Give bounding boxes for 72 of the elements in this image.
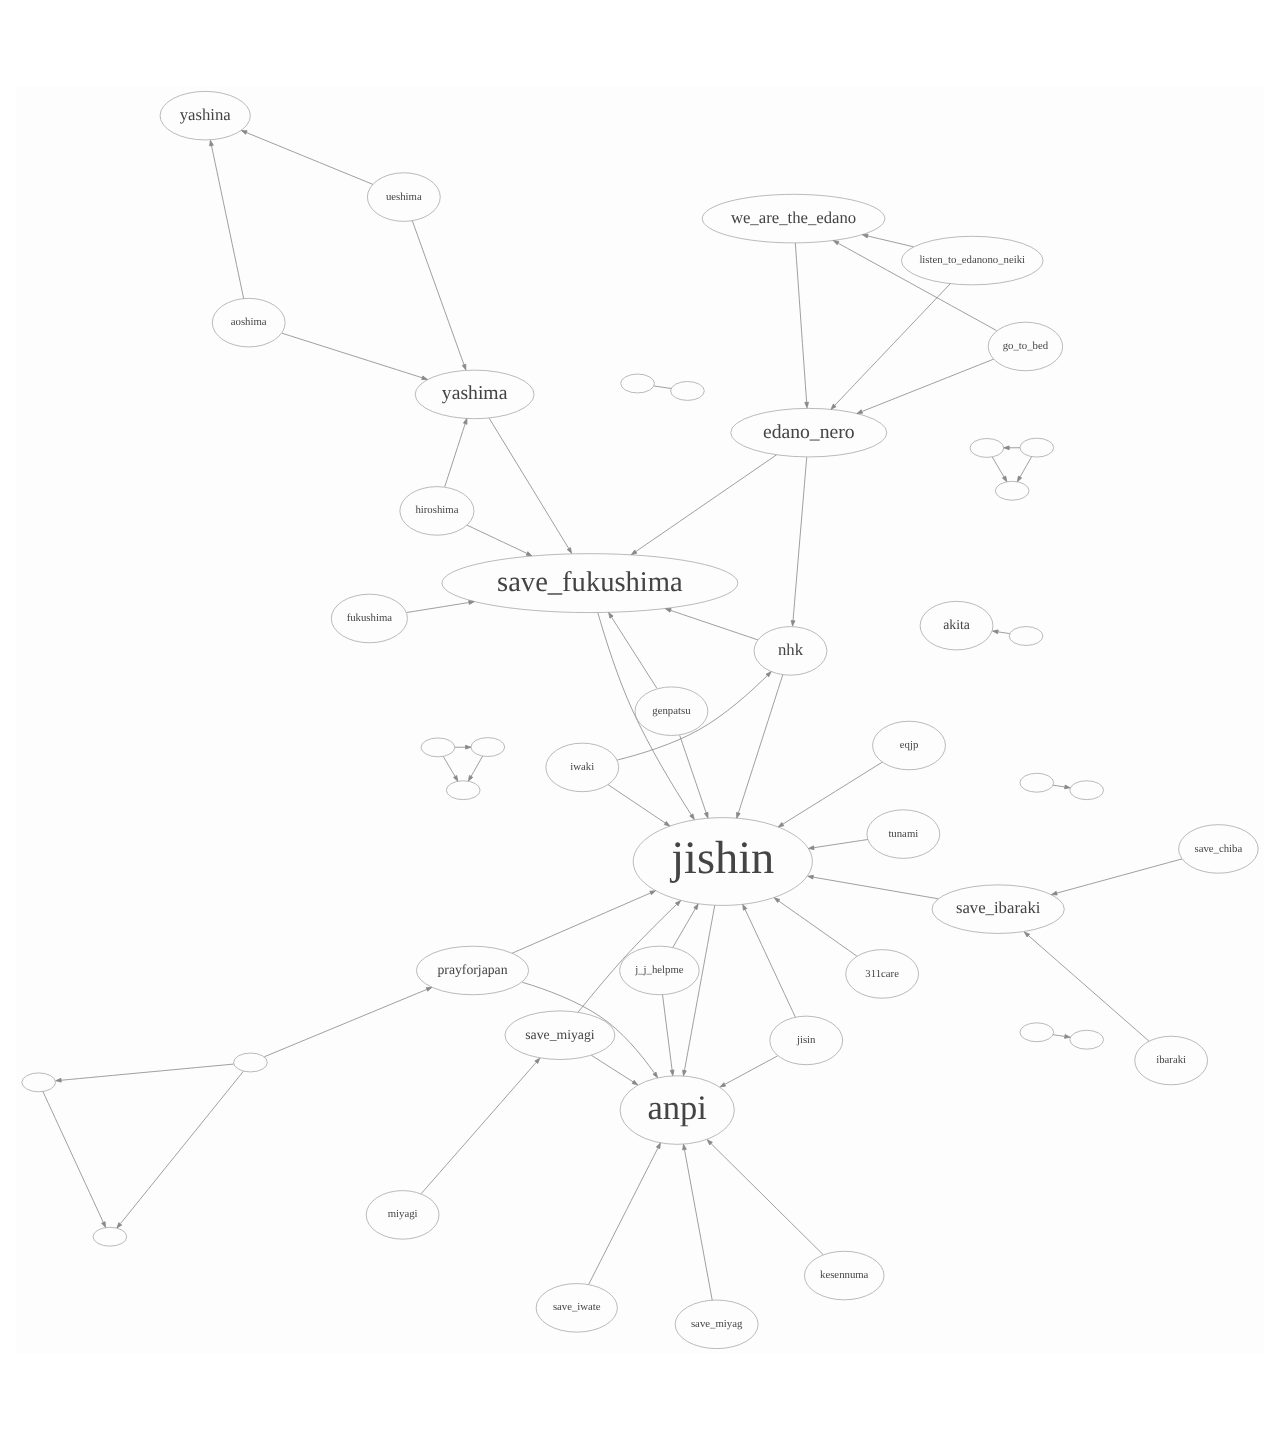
arrow — [488, 416, 573, 553]
arrow — [992, 628, 1010, 634]
arrow — [807, 873, 939, 899]
node-ellipse — [470, 736, 506, 756]
node-ellipse — [1019, 771, 1055, 792]
arrow — [442, 755, 459, 781]
arrow — [672, 902, 699, 947]
arrow — [597, 611, 695, 819]
arrow — [511, 889, 656, 953]
arrow — [773, 896, 858, 956]
arrow — [577, 899, 681, 1012]
arrow — [521, 980, 658, 1078]
node-ellipse — [233, 1051, 268, 1072]
arrow — [241, 129, 374, 184]
node-ellipse — [994, 479, 1030, 500]
arrow — [55, 1062, 234, 1082]
arrow — [736, 673, 784, 818]
arrow — [281, 331, 428, 379]
arrow — [832, 239, 997, 330]
arrow — [662, 993, 675, 1075]
arrow — [1052, 1033, 1071, 1038]
arrow — [444, 417, 468, 487]
arrow — [991, 455, 1008, 482]
node-ellipse — [1019, 436, 1055, 457]
arrow — [830, 282, 951, 409]
node-ellipse — [445, 779, 481, 800]
node-ellipse — [969, 437, 1005, 457]
arrow — [209, 138, 245, 298]
arrow — [706, 1138, 824, 1254]
arrow — [808, 838, 869, 849]
arrow — [682, 1142, 713, 1300]
arrow — [263, 985, 433, 1057]
node-ellipse — [670, 380, 705, 400]
node-ellipse — [1069, 779, 1104, 800]
arrow — [790, 455, 808, 626]
node-ellipse: yashima — [414, 368, 535, 419]
arrow — [777, 760, 883, 827]
arrow — [1052, 783, 1071, 789]
arrow — [1017, 455, 1032, 482]
connector — [653, 384, 672, 388]
node-ellipse — [420, 736, 456, 757]
arrow — [116, 1069, 244, 1228]
node-ellipse — [92, 1225, 128, 1246]
arrow — [742, 903, 796, 1017]
arrow — [719, 1054, 778, 1087]
node-ellipse — [1019, 1021, 1055, 1042]
arrow — [420, 1056, 541, 1193]
arrow — [1023, 930, 1150, 1041]
arrow — [862, 232, 914, 247]
arrow — [856, 357, 994, 413]
arrow — [468, 754, 483, 781]
arrow — [466, 523, 533, 556]
arrow — [608, 611, 658, 688]
arrow — [411, 219, 467, 370]
node-ellipse — [1008, 625, 1044, 645]
arrow — [794, 241, 809, 408]
node-ellipse — [21, 1071, 56, 1092]
node-ellipse — [1069, 1028, 1104, 1049]
arrow — [682, 904, 716, 1076]
arrow — [630, 453, 777, 555]
arrow — [617, 670, 772, 760]
arrow — [454, 743, 472, 749]
arrow — [665, 607, 759, 640]
arrow — [42, 1090, 106, 1227]
node-ellipse — [620, 372, 655, 393]
arrow — [1051, 857, 1183, 895]
arrow — [679, 733, 709, 818]
arrow — [588, 1141, 661, 1284]
arrow — [607, 783, 671, 826]
arrow — [1003, 444, 1021, 450]
arrow — [590, 1053, 639, 1085]
arrow — [406, 599, 475, 612]
